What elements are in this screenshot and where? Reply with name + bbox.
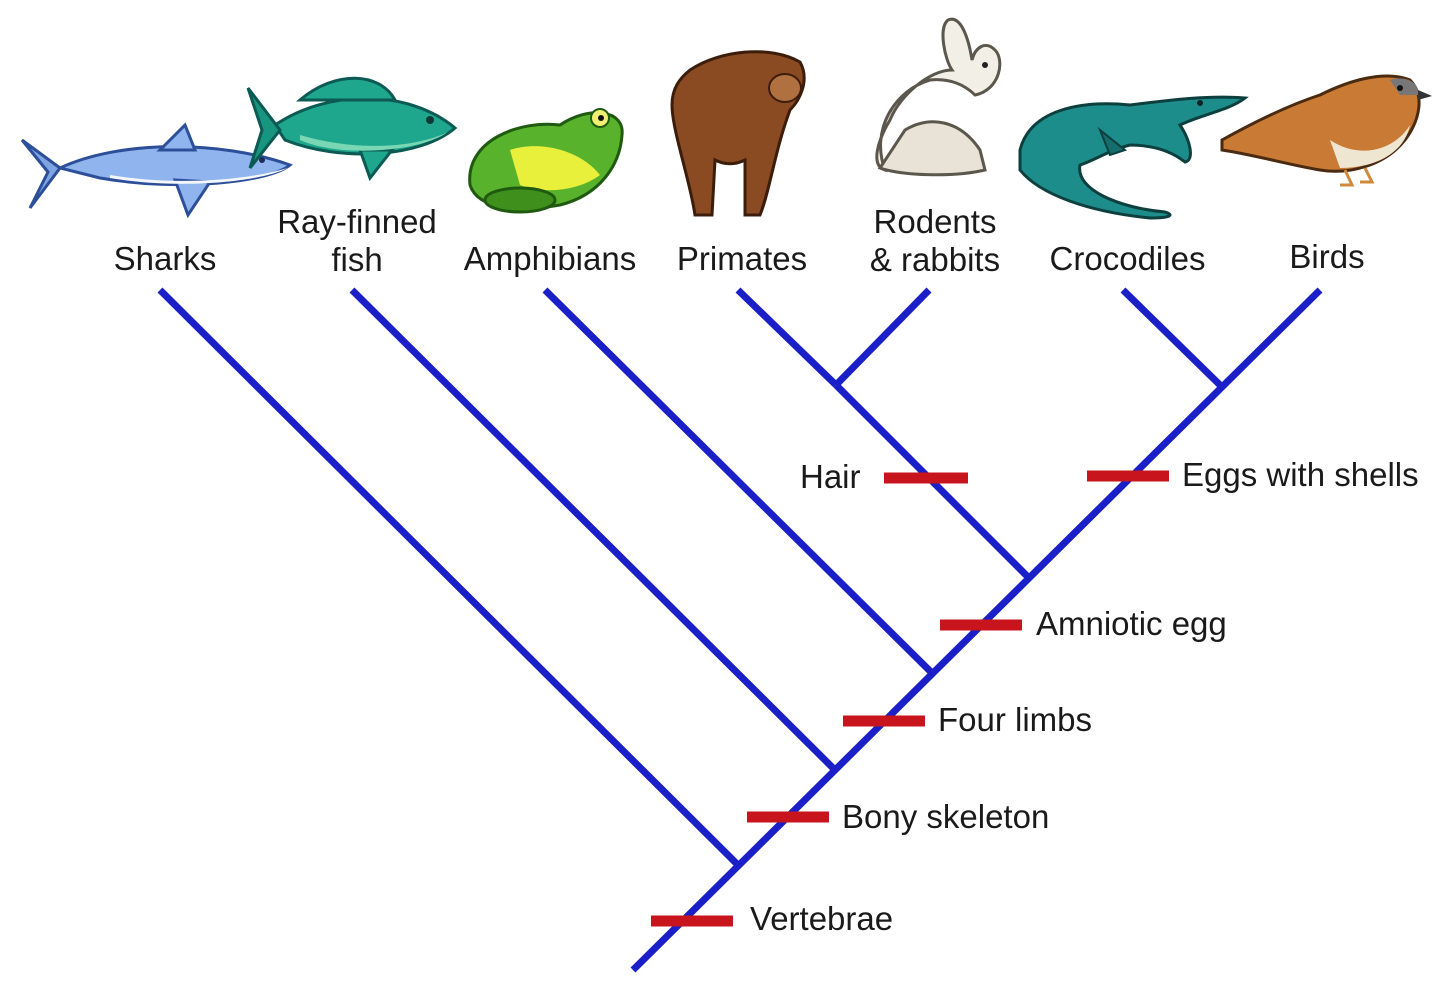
taxon-label-rodents-rabbits: Rodents & rabbits: [869, 203, 1001, 278]
frog-icon: [468, 108, 624, 214]
crocodile-icon: [1018, 95, 1249, 220]
rabbit-icon: [875, 17, 1002, 177]
branch-rodents-rabbits: [833, 287, 932, 388]
branch-primates: [735, 287, 839, 388]
trait-label-amniotic-egg: Amniotic egg: [1036, 605, 1227, 642]
taxon-label-ray-finned-fish: Ray-finned fish: [277, 203, 437, 278]
trait-label-bony-skeleton: Bony skeleton: [842, 798, 1050, 835]
trait-label-eggs-with-shells: Eggs with shells: [1182, 456, 1419, 493]
taxon-label-birds: Birds: [1289, 238, 1365, 275]
branch-amphibians: [542, 287, 935, 676]
branch-sharks: [157, 287, 741, 868]
trait-label-vertebrae: Vertebrae: [750, 900, 894, 937]
taxon-label-amphibians: Amphibians: [463, 240, 637, 277]
trait-label-four-limbs: Four limbs: [938, 701, 1093, 738]
trait-label-hair: Hair: [800, 458, 861, 495]
chimpanzee-icon: [670, 50, 806, 217]
shark-icon: [20, 122, 293, 219]
taxon-label-sharks: Sharks: [113, 240, 217, 277]
taxon-label-primates: Primates: [676, 240, 808, 277]
branch-ray-finned-fish: [349, 287, 838, 773]
tuna-fish-icon: [246, 76, 458, 182]
taxon-label-crocodiles: Crocodiles: [1049, 240, 1206, 277]
sparrow-icon: [1220, 74, 1432, 187]
branch-crocodiles: [1120, 287, 1223, 388]
